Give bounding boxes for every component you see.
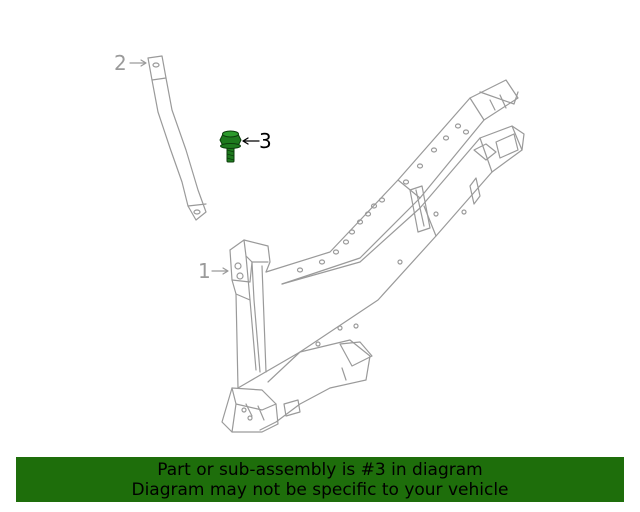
leader-arrow-part-2 [129, 59, 147, 67]
leader-arrow-part-1 [211, 267, 229, 275]
bolt-part-3 [219, 130, 242, 163]
callout-number-2: 2 [114, 51, 127, 75]
leader-arrow-part-3 [242, 137, 260, 145]
notice-banner: Part or sub-assembly is #3 in diagram Di… [16, 457, 624, 502]
parts-diagram: 2 3 1 [114, 51, 525, 433]
bracket-strap-part-2 [147, 55, 207, 221]
callout-number-1: 1 [198, 259, 211, 283]
banner-line-disclaimer: Diagram may not be specific to your vehi… [131, 479, 509, 500]
callout-number-3: 3 [259, 129, 272, 153]
frame-assembly-part-1 [221, 79, 525, 433]
banner-line-part-number: Part or sub-assembly is #3 in diagram [157, 459, 483, 480]
